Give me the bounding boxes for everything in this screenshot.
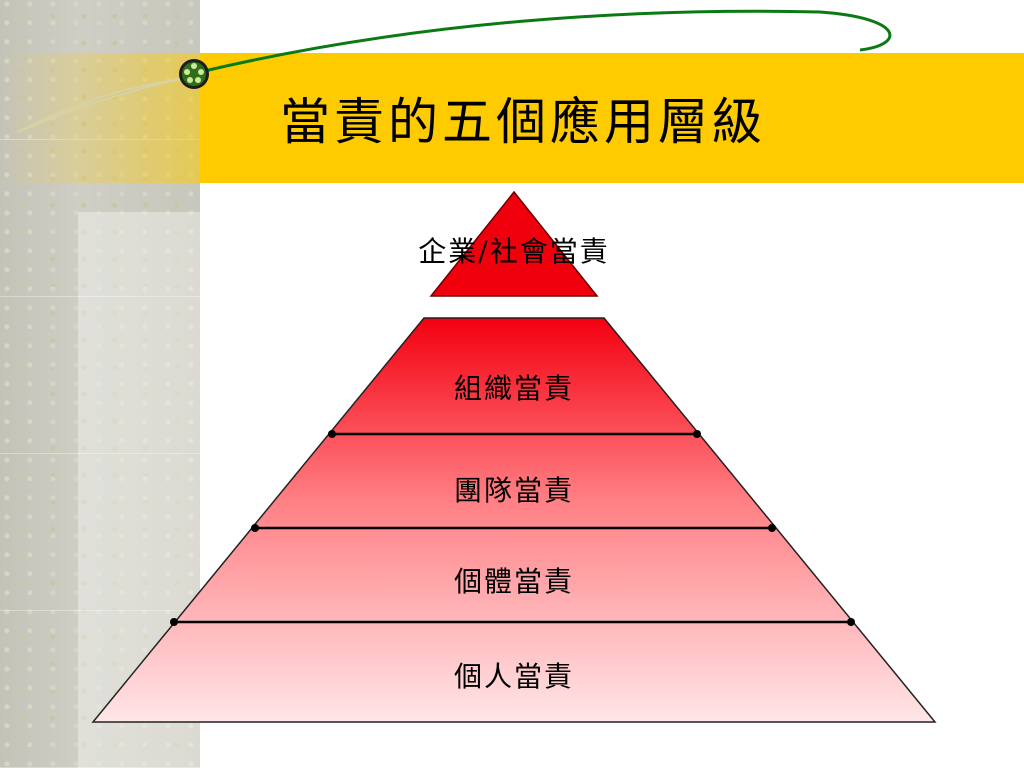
level-label-team: 團隊當責 xyxy=(453,474,574,507)
title-bar xyxy=(0,53,1024,183)
level-label-person: 個人當責 xyxy=(453,660,574,693)
title-bar-fade xyxy=(0,53,200,183)
ornament-icon xyxy=(179,59,209,89)
level-label-organization: 組織當責 xyxy=(453,372,574,405)
tier-divider xyxy=(170,618,855,626)
level-label-enterprise: 企業/社會當責 xyxy=(418,235,610,268)
decorative-arc xyxy=(199,9,892,74)
tier-divider xyxy=(328,430,701,438)
pyramid-top-triangle xyxy=(429,190,599,297)
decorative-swoosh xyxy=(17,77,186,133)
level-label-individual-body: 個體當責 xyxy=(453,565,574,598)
tier-divider xyxy=(251,524,776,532)
page-title: 當責的五個應用層級 xyxy=(280,93,766,151)
